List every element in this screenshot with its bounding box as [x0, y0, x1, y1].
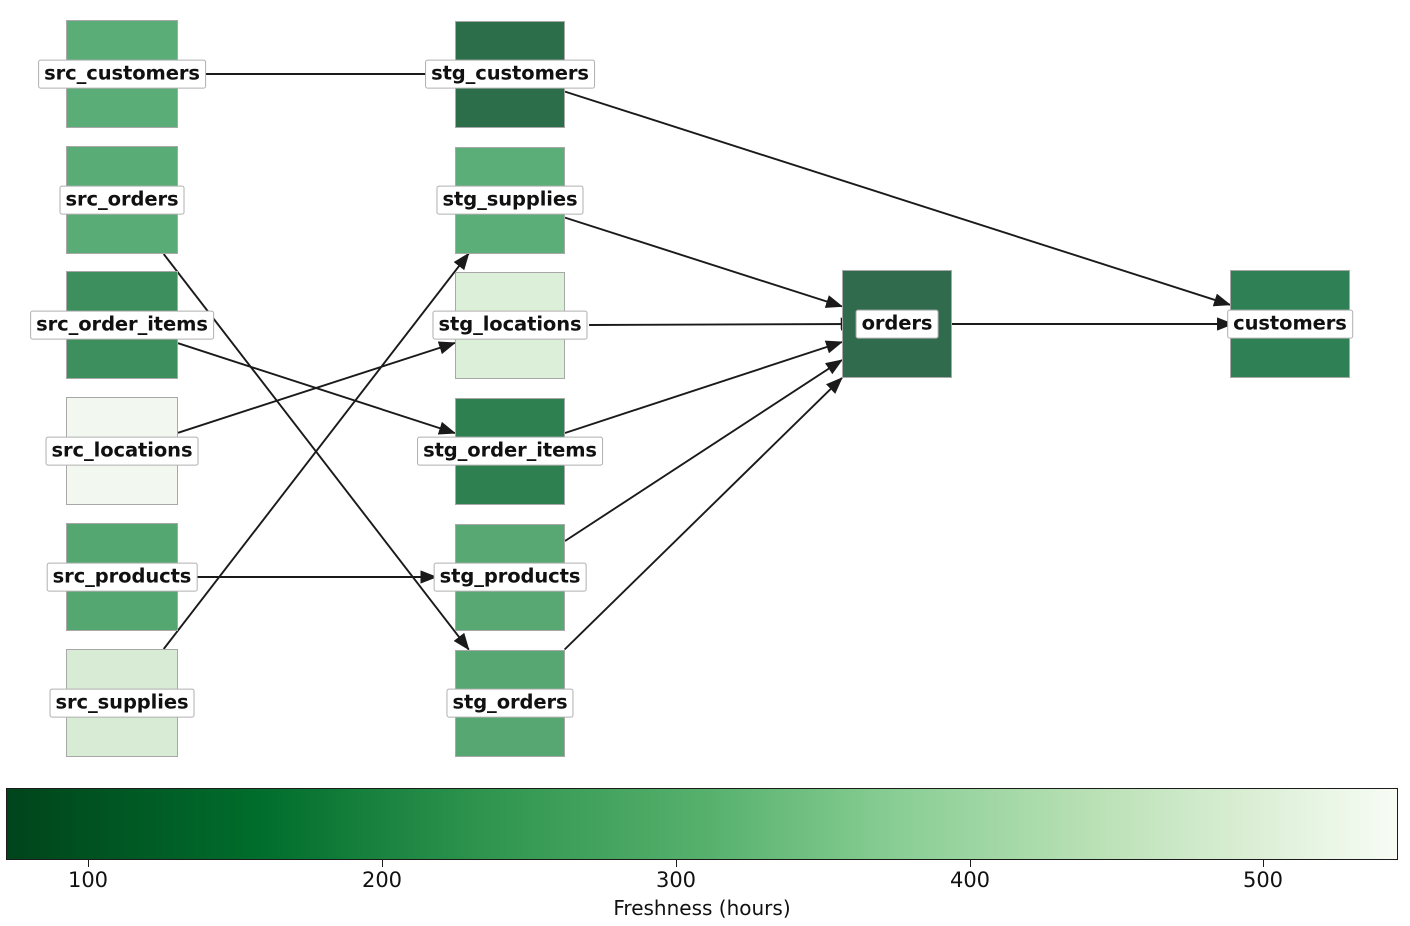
edge-src_locations-to-stg_locations	[177, 341, 457, 434]
colorbar-tick-label: 400	[949, 868, 991, 892]
colorbar-tick-mark	[676, 860, 677, 867]
colorbar-tick-mark	[1263, 860, 1264, 867]
node-label-src_orders[interactable]: src_orders	[59, 185, 185, 215]
edge-stg_locations-to-orders	[589, 317, 858, 331]
edge-stg_customers-to-customers	[564, 90, 1232, 307]
colorbar-gradient	[6, 788, 1398, 860]
node-label-src_locations[interactable]: src_locations	[45, 436, 199, 466]
edge-src_supplies-to-stg_supplies	[162, 252, 470, 650]
colorbar-tick-label: 500	[1242, 868, 1284, 892]
colorbar-tick-label: 200	[361, 868, 403, 892]
edge-stg_orders-to-orders	[563, 377, 843, 651]
colorbar-tick-mark	[382, 860, 383, 867]
colorbar-tick-mark	[970, 860, 971, 867]
node-label-orders[interactable]: orders	[855, 309, 939, 339]
node-label-src_customers[interactable]: src_customers	[38, 59, 206, 89]
edge-stg_products-to-orders	[564, 359, 843, 542]
node-label-stg_orders[interactable]: stg_orders	[446, 688, 574, 718]
node-label-stg_order_items[interactable]: stg_order_items	[417, 436, 603, 466]
node-label-stg_customers[interactable]: stg_customers	[425, 59, 595, 89]
node-label-src_supplies[interactable]: src_supplies	[49, 688, 195, 718]
colorbar-tick-label: 100	[67, 868, 109, 892]
node-label-src_order_items[interactable]: src_order_items	[30, 310, 214, 340]
edge-stg_order_items-to-orders	[564, 340, 844, 434]
node-label-stg_products[interactable]: stg_products	[433, 562, 587, 592]
node-label-stg_locations[interactable]: stg_locations	[432, 310, 588, 340]
node-label-customers[interactable]: customers	[1227, 309, 1353, 339]
edge-stg_supplies-to-orders	[564, 216, 844, 308]
colorbar-tick-mark	[88, 860, 89, 867]
node-label-stg_supplies[interactable]: stg_supplies	[436, 185, 584, 215]
colorbar-tick-label: 300	[655, 868, 697, 892]
colorbar-axis-label: Freshness (hours)	[613, 896, 791, 920]
node-label-src_products[interactable]: src_products	[46, 562, 198, 592]
freshness-colorbar	[6, 788, 1398, 860]
